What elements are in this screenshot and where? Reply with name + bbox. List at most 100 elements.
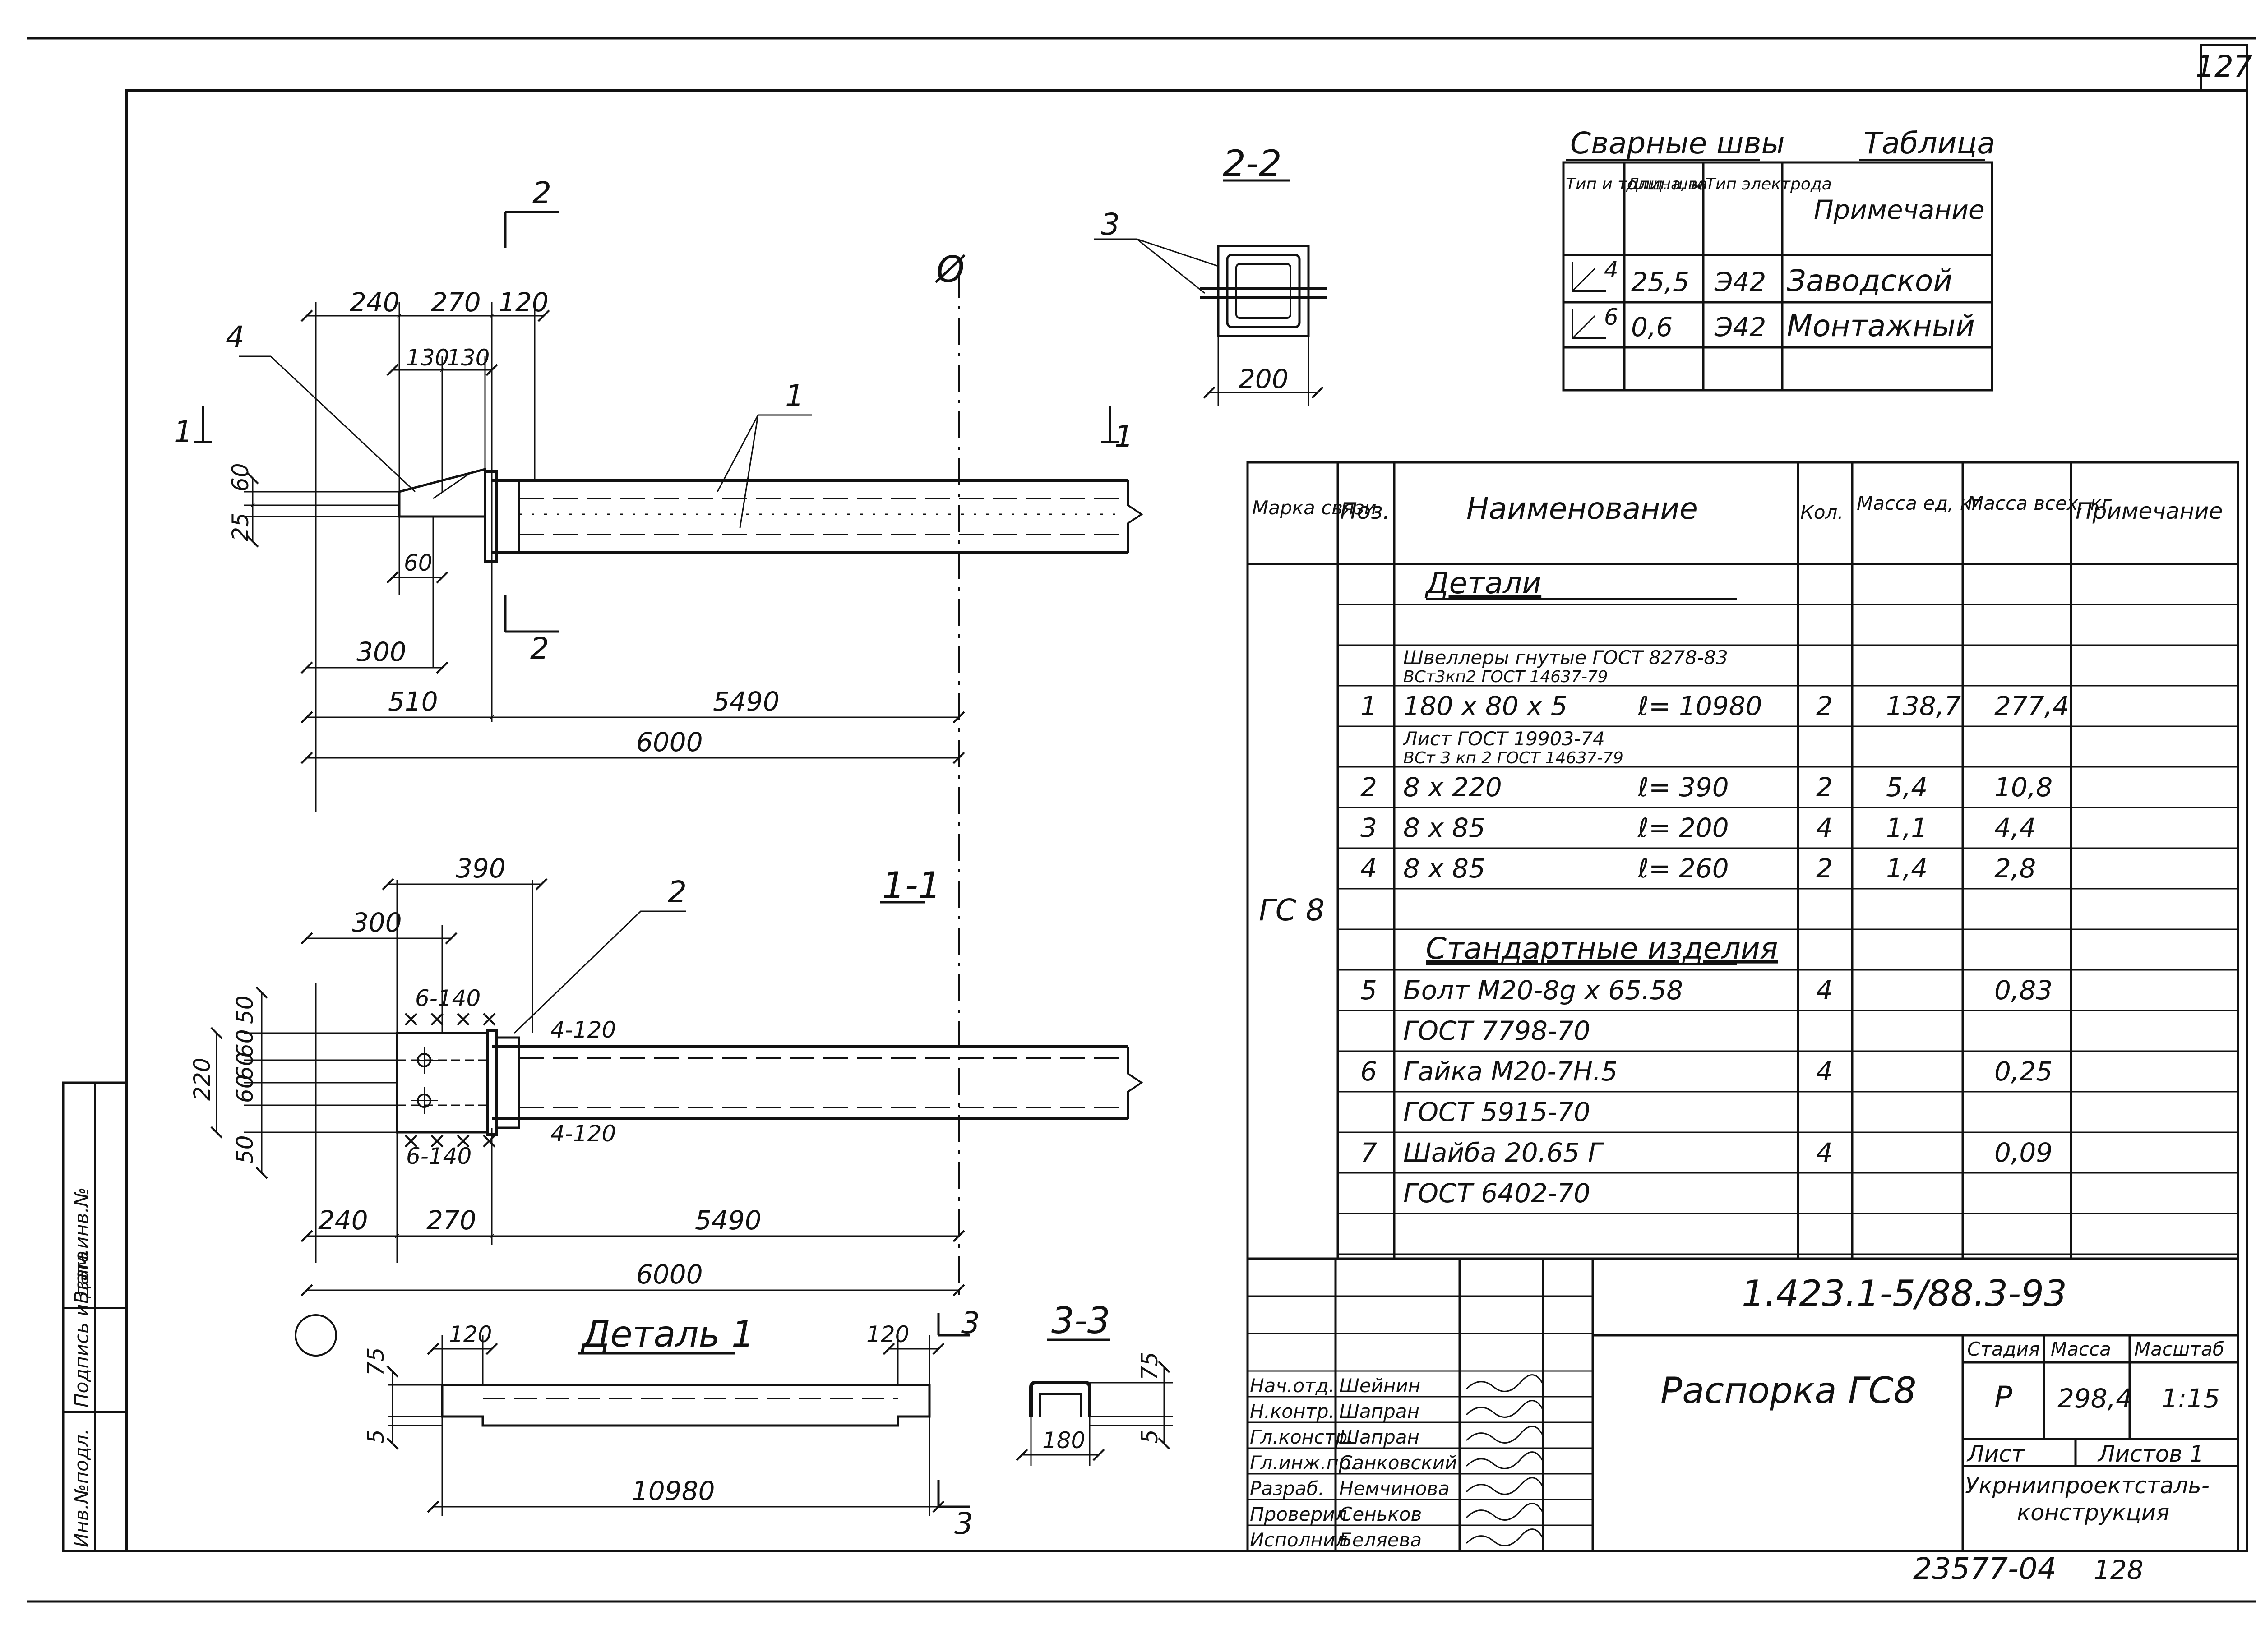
top-view: Ø	[194, 211, 1143, 1299]
spec-length: ℓ= 260	[1637, 853, 1729, 884]
spec-unit-mass: 1,4	[1886, 853, 1928, 884]
detail-dim-5: 5	[363, 1429, 389, 1444]
drawing-frame	[125, 89, 2248, 1552]
spec-hdr-name: Наименование	[1466, 491, 1698, 526]
spec-name: Лист ГОСТ 19903-74	[1402, 728, 1605, 750]
tb-name: Немчинова	[1339, 1477, 1450, 1500]
weld-bottom: 4-120	[550, 1121, 616, 1147]
dim-300-mid: 300	[352, 907, 402, 938]
side-stamp-inv: Инв.№подл.	[70, 1429, 92, 1547]
dim-200-sec22: 200	[1239, 364, 1289, 394]
cut-1-right: 1	[1114, 419, 1133, 454]
bolt-marks-top: × × × ×	[402, 1006, 499, 1032]
spec-pos: 3	[1360, 812, 1377, 843]
section-3-3	[1016, 1338, 1173, 1466]
spec-unit-mass: 138,7	[1886, 691, 1961, 721]
spec-total-mass: 0,83	[1994, 975, 2053, 1006]
sec33-dim-75: 75	[1137, 1352, 1163, 1380]
signature	[1465, 1400, 1544, 1418]
spec-name: Шайба 20.65 Г	[1403, 1137, 1604, 1168]
spec-name: 8 х 220	[1403, 772, 1502, 803]
title-block: 1.423.1-5/88.3-93 Распорка ГС8 Стадия Ма…	[1246, 1257, 2239, 1552]
signature	[1465, 1528, 1544, 1546]
mass-value: 298,4	[2057, 1383, 2132, 1414]
tb-role: Исполнил	[1250, 1529, 1347, 1551]
weld-top: 4-120	[550, 1017, 616, 1043]
spec-qty: 2	[1816, 853, 1833, 884]
page-number-box	[2200, 44, 2248, 92]
section-2-2	[1094, 179, 1327, 406]
dim-240-mid: 240	[318, 1205, 368, 1236]
view-1-1-title: 1-1	[882, 864, 941, 906]
weld-row2-type: 6	[1604, 304, 1618, 330]
dim-5490-mid: 5490	[695, 1205, 762, 1236]
detail-dim-120a: 120	[449, 1321, 492, 1347]
weld-row2-length: 0,6	[1631, 312, 1673, 342]
tb-name: Санковский	[1339, 1452, 1457, 1474]
spec-length: ℓ= 390	[1637, 772, 1729, 803]
dim-50a: 50	[232, 995, 258, 1024]
dim-50b: 50	[232, 1135, 258, 1164]
spec-row: Стандартные изделия	[1426, 931, 1778, 966]
signature	[1465, 1477, 1544, 1495]
bolts-top: 6-140	[415, 985, 481, 1011]
spec-section: Детали	[1424, 566, 1541, 600]
spec-mark: ГС 8	[1259, 893, 1325, 928]
org-line1: Укрниипроектсталь-	[1965, 1472, 2210, 1499]
dim-130b: 130	[447, 345, 490, 371]
spec-name: 180 х 80 х 5	[1403, 691, 1567, 721]
weld-row2-note: Монтажный	[1787, 309, 1975, 343]
spec-total-mass: 0,09	[1994, 1137, 2053, 1168]
spec-hdr-pos: Поз.	[1340, 498, 1390, 524]
weld-row1-type: 4	[1604, 257, 1618, 283]
stage-label: Стадия	[1967, 1338, 2040, 1360]
dim-60b: 60	[232, 1052, 258, 1080]
weld-table-label: Таблица	[1863, 126, 1995, 161]
spec-total-mass: 0,25	[1994, 1056, 2053, 1087]
dim-120-top: 120	[499, 287, 549, 318]
spec-hdr-note: Примечание	[2076, 498, 2223, 524]
detail-dim-120b: 120	[866, 1321, 909, 1347]
spec-length: ℓ= 10980	[1637, 691, 1762, 721]
spec-length: ℓ= 200	[1637, 812, 1729, 843]
view-1-1-labels: 1-1 2 390 300 6-140 × × × × × × × × 6-14…	[189, 853, 941, 1290]
spec-pos: 6	[1360, 1056, 1377, 1087]
spec-unit-mass: 5,4	[1886, 772, 1928, 803]
dim-60-v: 60	[227, 463, 254, 492]
bolts-bottom: 6-140	[406, 1143, 472, 1169]
spec-pos: 1	[1360, 691, 1377, 721]
tb-name: Шапран	[1339, 1400, 1419, 1422]
side-stamp-replace: Взам.инв.№	[70, 1187, 92, 1304]
signature	[1465, 1374, 1544, 1392]
spec-unit-mass: 1,1	[1886, 812, 1928, 843]
tb-role: Нач.отд.	[1250, 1375, 1335, 1397]
spec-pos: 5	[1360, 975, 1377, 1006]
weld-row1-electrode: Э42	[1714, 267, 1766, 297]
mass-label: Масса	[2051, 1338, 2111, 1360]
spec-name-2: ВСт3кп2 ГОСТ 14637-79	[1403, 668, 1608, 686]
spec-name: Гайка М20-7Н.5	[1403, 1056, 1618, 1087]
spec-pos: 4	[1360, 853, 1377, 884]
dim-6000-top: 6000	[636, 727, 703, 757]
dim-240-top: 240	[350, 287, 400, 318]
section-2-2-title: 2-2	[1223, 143, 1282, 185]
spec-qty: 4	[1816, 975, 1833, 1006]
detail-1-labels: Деталь 1 120 120 75 5 10980 3 3	[363, 1306, 980, 1541]
spec-name: 8 х 85	[1403, 853, 1485, 884]
detail-1-title: Деталь 1	[581, 1313, 754, 1355]
detail-dim-10980: 10980	[632, 1476, 715, 1506]
spec-row: ГОСТ 6402-70	[1403, 1178, 1590, 1209]
side-stamp-sign: Подпись и дата	[70, 1251, 92, 1407]
sec33-dim-5: 5	[1137, 1429, 1163, 1444]
pos-2-label: 2	[668, 875, 687, 909]
signature	[1465, 1451, 1544, 1469]
signature	[1465, 1503, 1544, 1521]
spec-name-2: ВСт 3 кп 2 ГОСТ 14637-79	[1403, 749, 1623, 767]
